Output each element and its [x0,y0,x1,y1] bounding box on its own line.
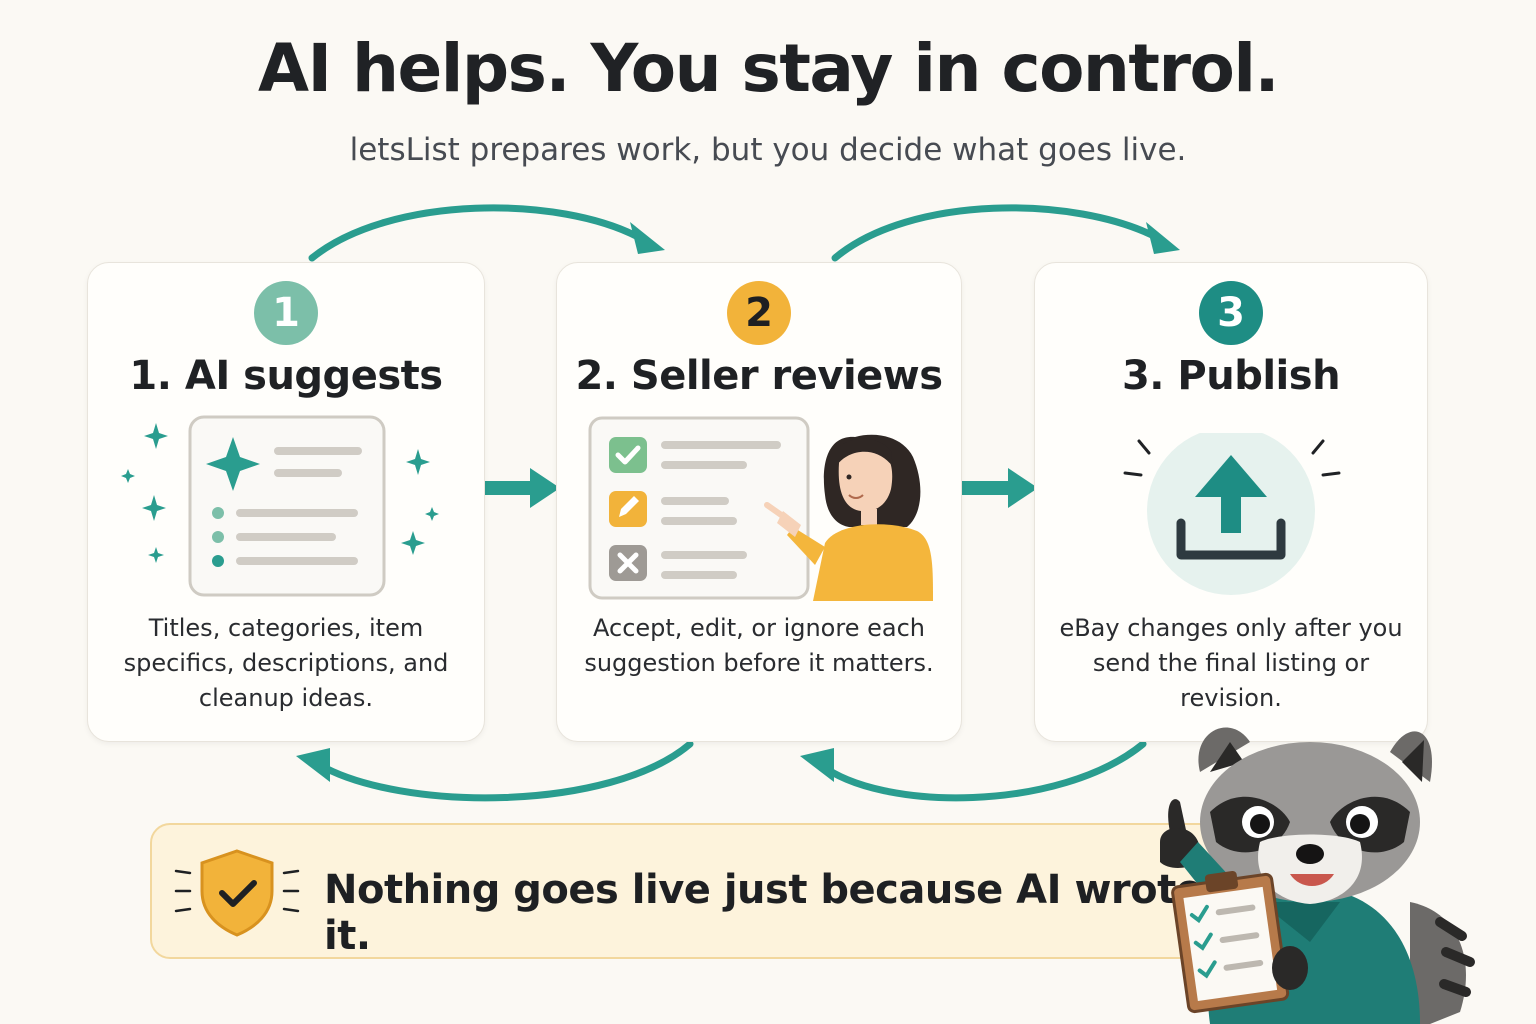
step-card-publish: 3 3. Publish eBay changes only after you… [1034,262,1428,742]
step-arrow-1-2 [483,468,560,508]
raccoon-mascot-illustration [1160,727,1475,1024]
loop-arrowhead-bottom-1 [296,748,330,782]
assurance-banner: Nothing goes live just because AI wrote … [150,823,1234,959]
loop-arrowhead-bottom-2 [800,748,834,782]
step-title-2: 2. Seller reviews [575,353,943,399]
step-badge-3: 3 [1199,281,1263,345]
upload-icon [1123,433,1341,595]
ai-suggestion-document-icon [121,415,439,597]
banner-text: Nothing goes live just because AI wrote … [324,867,1203,959]
step-badge-2: 2 [727,281,791,345]
loop-arrowhead-top-2 [1146,222,1180,254]
page-subtitle: letsList prepares work, but you decide w… [349,132,1187,168]
loop-arrowhead-top-1 [630,222,665,254]
loop-arrow-bottom-1 [314,740,694,802]
shield-check-icon [174,849,300,937]
review-checklist-icon [588,416,933,601]
page-title: AI helps. You stay in control. [257,30,1280,107]
step-card-seller-reviews: 2 2. Seller reviews Accept, edit, or ign… [556,262,962,742]
step-card-ai-suggests: 1 1. AI suggests Titles, categories, ite… [87,262,485,742]
step-description-2: Accept, edit, or ignore each suggestion … [584,614,934,677]
seller-person-illustration [764,434,933,601]
loop-arrow-top-1 [308,204,644,262]
step-description-3: eBay changes only after you send the fin… [1059,614,1403,712]
loop-arrow-top-2 [831,204,1162,262]
step-title-1: 1. AI suggests [129,353,443,399]
step-description-1: Titles, categories, item specifics, desc… [123,614,449,712]
step-arrow-2-3 [960,468,1038,508]
step-title-3: 3. Publish [1121,353,1341,399]
loop-arrow-bottom-2 [816,740,1147,802]
step-badge-1: 1 [254,281,318,345]
